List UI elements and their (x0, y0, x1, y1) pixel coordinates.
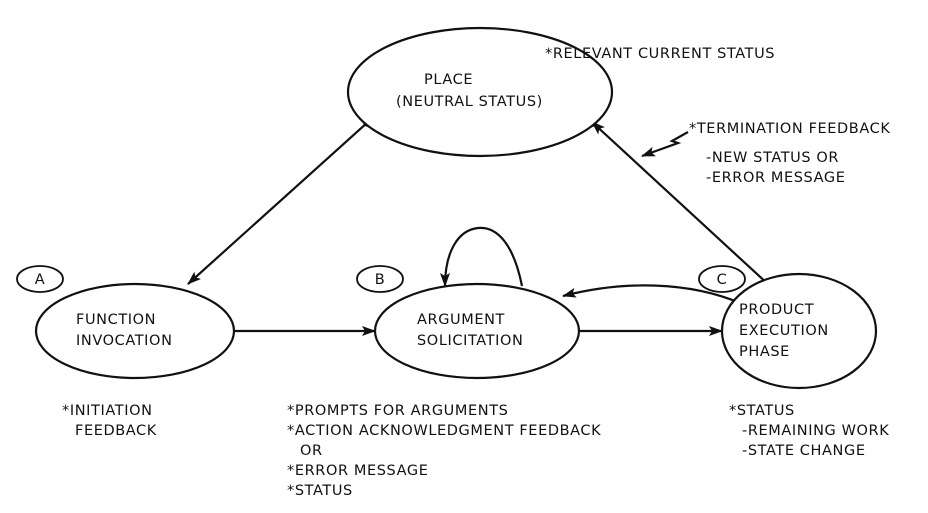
badge-c (698, 265, 746, 293)
product-label-line2: EXECUTION (739, 323, 829, 339)
badge-c-label: C (717, 272, 728, 288)
termination-pointer (641, 131, 689, 158)
argument-note-line3: OR (300, 443, 323, 459)
argument-label-line1: ARGUMENT (417, 312, 505, 328)
node-place (346, 26, 614, 158)
argument-note-line1: *PROMPTS FOR ARGUMENTS (287, 403, 508, 419)
argument-note-line2: *ACTION ACKNOWLEDGMENT FEEDBACK (287, 423, 601, 439)
argument-note-line5: *STATUS (287, 483, 353, 499)
initiation-line2: FEEDBACK (75, 423, 157, 439)
edge-argument-self-loop (440, 226, 524, 287)
status-note-line1: *STATUS (729, 403, 795, 419)
termination-line1: -NEW STATUS OR (706, 150, 839, 166)
badge-a-label: A (35, 272, 46, 288)
function-label-line1: FUNCTION (76, 312, 156, 328)
edge-place-to-function (187, 121, 369, 285)
product-label-line1: PRODUCT (739, 302, 814, 318)
node-argument-solicitation (373, 282, 581, 380)
relevant-status-note: *RELEVANT CURRENT STATUS (545, 46, 775, 62)
argument-note-line4: *ERROR MESSAGE (287, 463, 428, 479)
badge-b-label: B (375, 272, 386, 288)
place-label-line2: (NEUTRAL STATUS) (396, 94, 543, 110)
termination-title: *TERMINATION FEEDBACK (689, 121, 890, 137)
argument-label-line2: SOLICITATION (417, 333, 524, 349)
node-product-execution (720, 272, 878, 390)
product-label-line3: PHASE (739, 344, 790, 360)
place-label-line1: PLACE (424, 72, 473, 88)
edge-product-to-place (591, 121, 771, 287)
function-label-line2: INVOCATION (76, 333, 173, 349)
status-note-line3: -STATE CHANGE (742, 443, 866, 459)
status-note-line2: -REMAINING WORK (742, 423, 889, 439)
initiation-line1: *INITIATION (62, 403, 153, 419)
termination-line2: -ERROR MESSAGE (706, 170, 845, 186)
node-function-invocation (34, 282, 236, 380)
badge-b (356, 265, 404, 293)
edge-product-to-argument (562, 284, 741, 305)
badge-a (16, 265, 64, 293)
